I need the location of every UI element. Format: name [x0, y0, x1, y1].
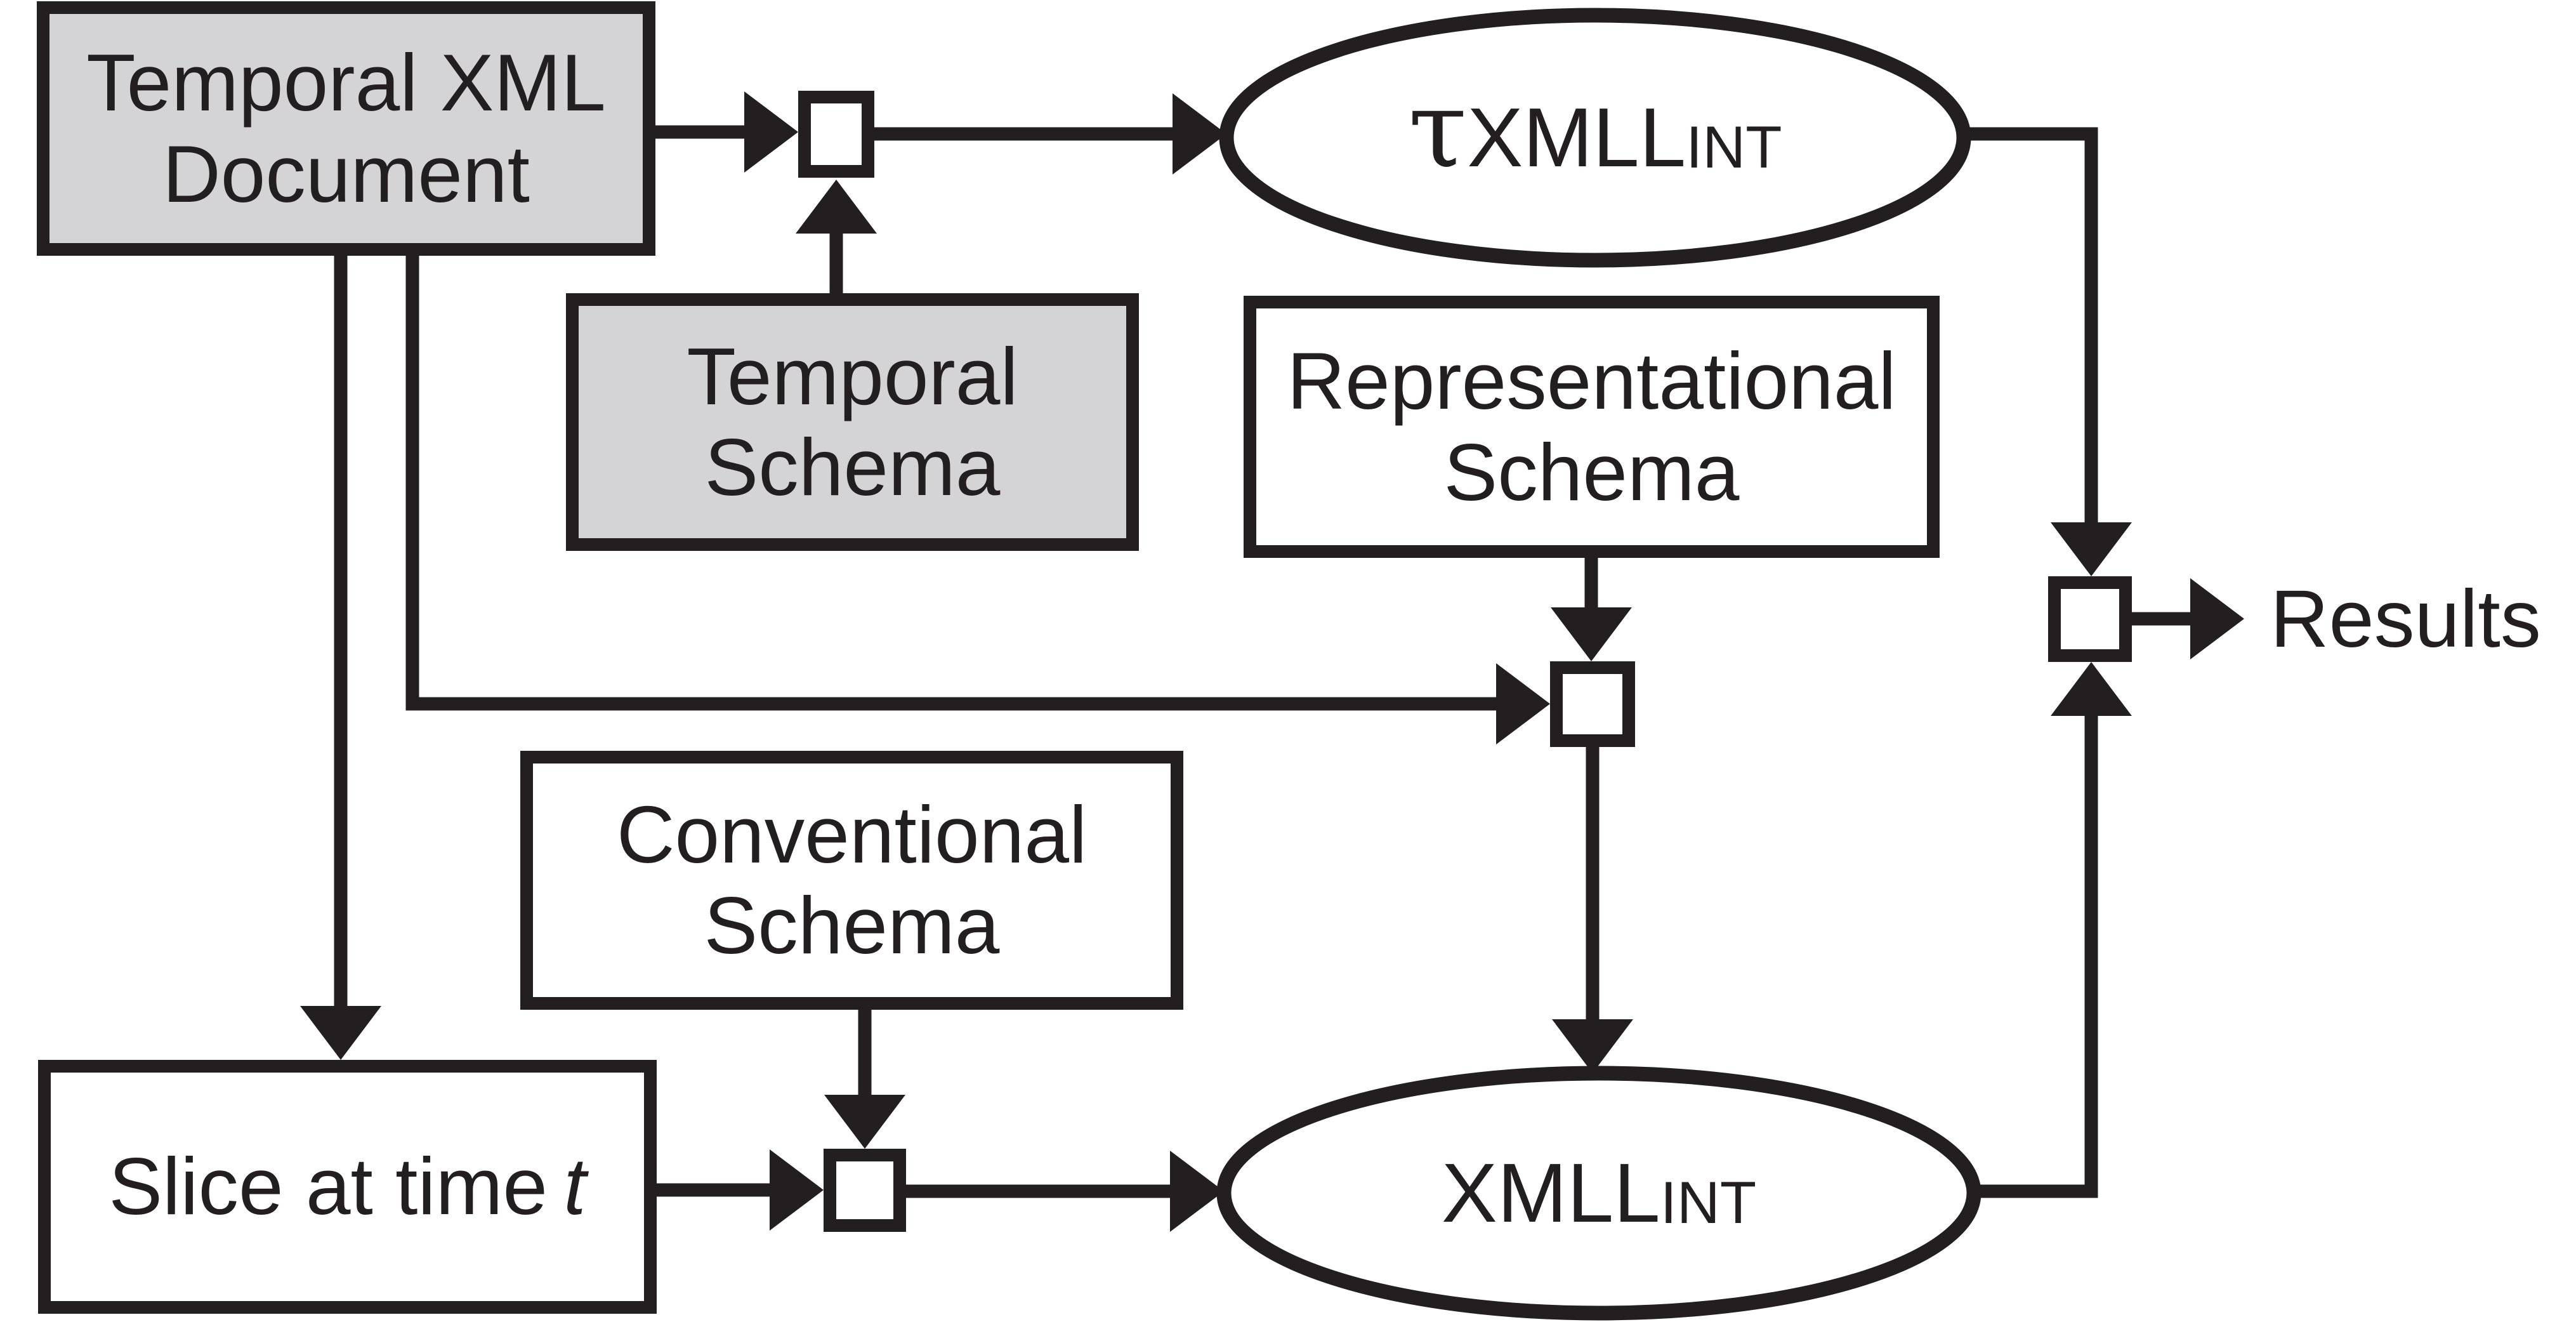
node-conventional-schema: Conventional Schema: [520, 751, 1183, 1010]
node-tau-xmll-int-ellipse: [1219, 8, 1971, 268]
arrow-validate2-to-xmll: [906, 1151, 1224, 1232]
arrow-slice-to-validate2: [657, 1149, 824, 1231]
arrowhead-right-icon: [2190, 578, 2244, 659]
node-label-line: Slice at time: [108, 1141, 548, 1232]
arrowhead-up-icon: [2051, 662, 2132, 716]
arrowhead-right-icon: [1173, 93, 1226, 175]
arrow-document-to-slice: [300, 256, 381, 1060]
arrow-representational-schema-to-join: [1551, 558, 1632, 661]
node-slice-at-time-t: Slice at time t: [38, 1060, 657, 1314]
process-square-validate-temporal: [798, 91, 874, 178]
process-square-validate-conventional: [824, 1149, 906, 1232]
arrowhead-down-icon: [300, 1006, 381, 1060]
node-label-line: Temporal XML: [86, 37, 606, 128]
arrowhead-right-icon: [1170, 1151, 1224, 1232]
process-square-join: [1550, 661, 1635, 747]
node-label-line: Document: [162, 128, 530, 219]
node-label-line: Temporal: [687, 331, 1018, 421]
label-results: Results: [2270, 570, 2541, 668]
arrow-conventional-schema-to-validate2: [824, 1010, 905, 1149]
arrow-xmll-to-merge: [1974, 662, 2132, 1198]
node-label-italic-t: t: [563, 1141, 586, 1232]
node-label-line: Schema: [704, 422, 1001, 512]
arrow-join-to-xmll: [1552, 747, 1633, 1073]
arrow-document-to-join: [405, 256, 1550, 744]
arrowhead-down-icon: [824, 1095, 905, 1149]
arrowhead-right-icon: [1496, 663, 1550, 744]
node-xmll-int-ellipse: [1216, 1066, 1981, 1321]
arrowhead-down-icon: [1552, 1019, 1633, 1073]
arrow-temporal-schema-to-validate1: [796, 180, 877, 293]
arrow-document-to-validate1: [655, 91, 798, 173]
arrowhead-down-icon: [1551, 607, 1632, 661]
arrowhead-right-icon: [744, 91, 798, 173]
arrowhead-right-icon: [770, 1149, 824, 1231]
node-temporal-xml-document: Temporal XML Document: [37, 1, 655, 256]
arrow-tau-xmll-to-merge: [1964, 127, 2132, 576]
results-text: Results: [2270, 574, 2541, 664]
arrowhead-up-icon: [796, 180, 877, 234]
arrow-validate1-to-tau-xmll: [874, 93, 1226, 175]
node-label-line: Schema: [704, 880, 1000, 970]
arrowhead-down-icon: [2051, 522, 2132, 576]
node-label-line: Schema: [1443, 426, 1740, 517]
process-square-merge-results: [2048, 576, 2132, 662]
node-label-line: Conventional: [616, 789, 1088, 880]
node-label-line: Representational: [1287, 336, 1896, 426]
arrow-merge-to-results: [2132, 578, 2244, 659]
node-representational-schema: Representational Schema: [1244, 296, 1940, 558]
node-temporal-schema: Temporal Schema: [566, 293, 1139, 551]
